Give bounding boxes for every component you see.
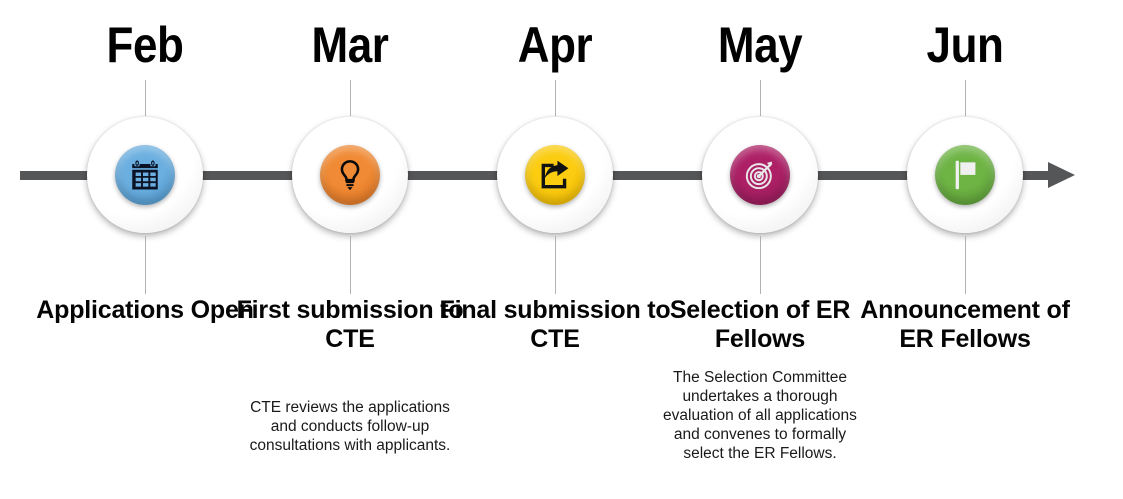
month-label: May <box>717 17 803 73</box>
lightbulb-icon <box>340 160 360 191</box>
month-label: Feb <box>106 17 184 73</box>
milestone-badge[interactable] <box>497 117 613 233</box>
milestone-badge[interactable] <box>907 117 1023 233</box>
milestone-badge[interactable] <box>87 117 203 233</box>
flag-icon <box>955 160 976 190</box>
milestone-badge[interactable] <box>702 117 818 233</box>
milestone-title: Selection of ER Fellows <box>669 296 851 353</box>
milestone-description: CTE reviews the applications and conduct… <box>249 399 451 454</box>
leader-line-top <box>759 80 762 116</box>
leader-line-bottom <box>759 236 762 294</box>
badge-inner-disc <box>525 145 585 205</box>
leader-line-bottom <box>144 236 147 294</box>
milestone-description: The Selection Committee undertakes a tho… <box>663 369 857 462</box>
badge-inner-disc <box>935 145 995 205</box>
milestone-title: Applications Open <box>36 296 254 324</box>
month-label: Apr <box>517 17 593 73</box>
milestone-title: First submission to CTE <box>236 296 464 353</box>
leader-line-top <box>964 80 967 116</box>
timeline-arrow-icon <box>1048 162 1075 188</box>
month-label: Mar <box>311 17 389 73</box>
month-label: Jun <box>926 17 1004 73</box>
leader-line-bottom <box>349 236 352 294</box>
leader-line-top <box>554 80 557 116</box>
leader-line-top <box>144 80 147 116</box>
leader-line-top <box>349 80 352 116</box>
milestone-badge[interactable] <box>292 117 408 233</box>
leader-line-bottom <box>964 236 967 294</box>
milestone-title: Announcement of ER Fellows <box>860 296 1070 353</box>
leader-line-bottom <box>554 236 557 294</box>
share-export-icon <box>541 160 569 189</box>
calendar-icon <box>132 160 158 190</box>
target-bullseye-icon <box>745 161 773 190</box>
badge-inner-disc <box>730 145 790 205</box>
badge-inner-disc <box>115 145 175 205</box>
milestone-title: Final submission to CTE <box>439 296 671 353</box>
badge-inner-disc <box>320 145 380 205</box>
